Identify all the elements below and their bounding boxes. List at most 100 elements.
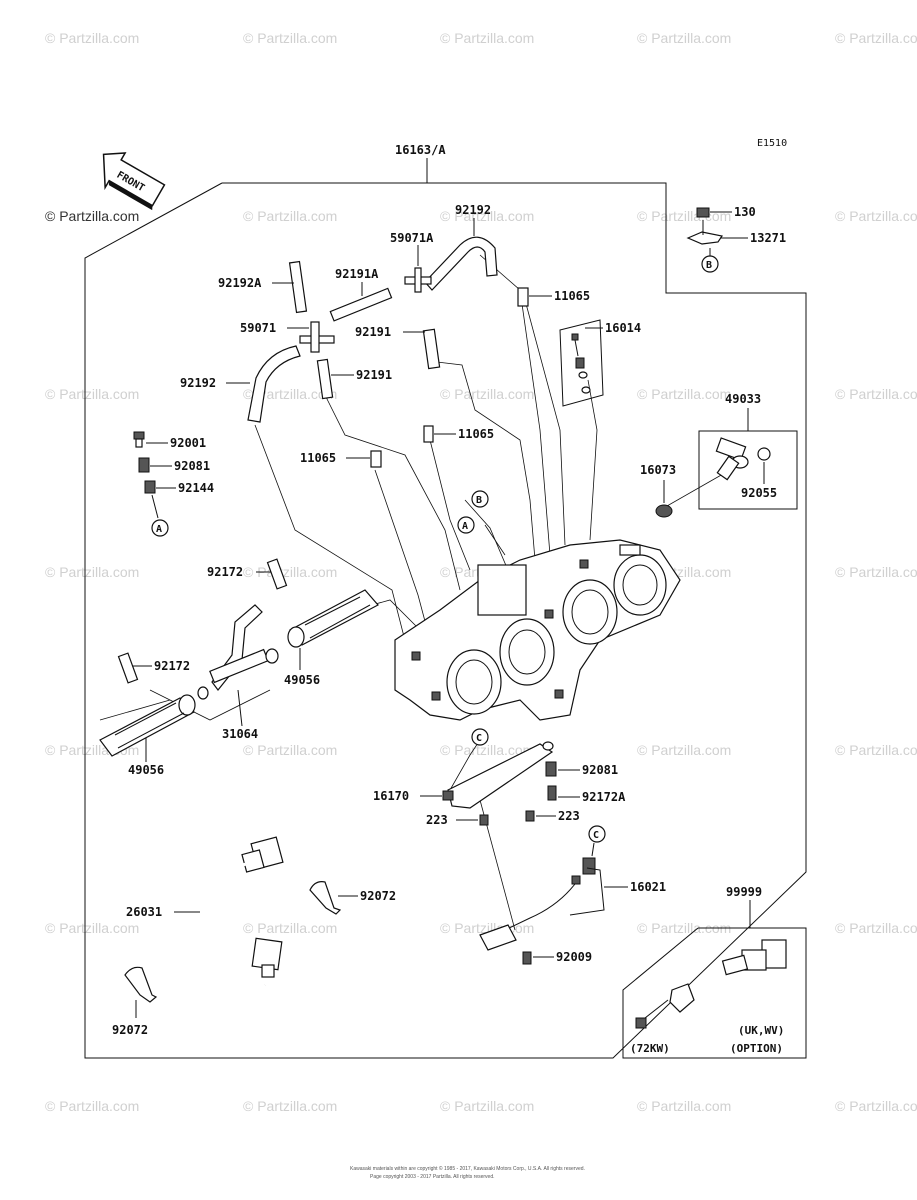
screw-223-b: [525, 810, 535, 822]
bolt-92001: [133, 431, 145, 448]
hose-92192-top: [424, 236, 498, 291]
screw-92172-b: [117, 652, 139, 684]
watermark: © Partzilla.com: [45, 920, 139, 936]
callout-a-marker-left: [151, 519, 169, 537]
part-label-92072-a: 92072: [360, 889, 396, 903]
part-label-92172-a: 92172: [207, 565, 243, 579]
watermark: © Partzilla.com: [45, 386, 139, 402]
watermark: © Partzilla.com: [440, 1098, 534, 1114]
part-label-223-a: 223: [426, 813, 448, 827]
callout-b-label-body: B: [476, 495, 482, 506]
part-label-59071a: 59071A: [390, 231, 434, 245]
fuel-rail-49056-b: [99, 694, 196, 757]
bolt-130: [696, 207, 732, 218]
watermark: © Partzilla.com: [440, 386, 534, 402]
watermark: © Partzilla.com: [835, 386, 917, 402]
option-kit-99999: [635, 939, 787, 1029]
cap-11065-c: [370, 450, 382, 468]
part-label-16170: 16170: [373, 789, 409, 803]
watermark: © Partzilla.com: [637, 920, 731, 936]
hose-92191-a: [422, 328, 441, 370]
diagram-code: E1510: [757, 138, 787, 149]
hose-92192-left: [247, 345, 301, 423]
assembly-outline: [84, 182, 807, 1059]
option-box-outline: [622, 927, 807, 1059]
option-market: (UK,WV): [738, 1024, 784, 1037]
watermark: © Partzilla.com: [440, 208, 534, 224]
clamp-92072-b: [124, 966, 158, 1003]
joint-59071a: [404, 267, 432, 293]
part-label-92055: 92055: [741, 486, 777, 500]
watermark: © Partzilla.com: [637, 1098, 731, 1114]
part-label-49056-b: 49056: [128, 763, 164, 777]
watermark: © Partzilla.com: [835, 1098, 917, 1114]
part-label-92191a: 92191A: [335, 267, 379, 281]
hose-92191-b: [316, 358, 334, 400]
callout-b-label: B: [706, 260, 712, 271]
fuel-rail-49056-a: [287, 589, 379, 648]
screw-92009: [522, 951, 532, 965]
part-label-92191-b: 92191: [356, 368, 392, 382]
part-label-59071: 59071: [240, 321, 276, 335]
part-label-16021: 16021: [630, 880, 666, 894]
hose-92192a: [288, 260, 308, 314]
watermark: © Partzilla.com: [637, 208, 731, 224]
screw-223-a: [479, 814, 489, 826]
callout-c-label-body: C: [476, 733, 482, 744]
part-label-92192-top: 92192: [455, 203, 491, 217]
part-label-11065-a: 11065: [554, 289, 590, 303]
watermark: © Partzilla.com: [440, 30, 534, 46]
part-label-92144: 92144: [178, 481, 214, 495]
watermark: © Partzilla.com: [243, 564, 337, 580]
part-label-223-b: 223: [558, 809, 580, 823]
part-label-26031: 26031: [126, 905, 162, 919]
part-label-16073: 16073: [640, 463, 676, 477]
watermark: © Partzilla.com: [440, 742, 534, 758]
hose-92191a: [329, 287, 393, 322]
clamp-92072-a: [309, 881, 342, 915]
part-label-130: 130: [734, 205, 756, 219]
part-label-92191-a: 92191: [355, 325, 391, 339]
option-label: (OPTION): [730, 1042, 783, 1055]
bracket-13271: [686, 220, 748, 245]
part-label-92172-b: 92172: [154, 659, 190, 673]
screw-kit-16014: [559, 319, 604, 407]
screw-92144: [144, 480, 156, 494]
watermark-grid: © Partzilla.com © Partzilla.com © Partzi…: [45, 30, 917, 1114]
watermark: © Partzilla.com: [835, 208, 917, 224]
part-label-92081-a: 92081: [174, 459, 210, 473]
o-ring-92055: [757, 447, 771, 461]
front-arrow-icon: FRONT: [102, 152, 166, 211]
watermark: © Partzilla.com: [243, 920, 337, 936]
part-label-92172a: 92172A: [582, 790, 626, 804]
callout-b-marker: [701, 255, 719, 273]
watermark: © Partzilla.com: [835, 30, 917, 46]
watermark: © Partzilla.com: [45, 1098, 139, 1114]
callout-c-label-right: C: [593, 830, 599, 841]
copyright-line-1: Kawasaki materials within are copyright …: [350, 1165, 585, 1172]
copyright-line-2: Page copyright 2003 - 2017 Partzilla. Al…: [370, 1174, 495, 1180]
part-label-11065-c: 11065: [300, 451, 336, 465]
sensor-16021: [479, 857, 605, 951]
cap-11065-a: [517, 287, 529, 307]
cap-11065-b: [423, 425, 434, 443]
watermark: © Partzilla.com: [637, 30, 731, 46]
washer-16073: [655, 504, 673, 518]
watermark: © Partzilla.com: [637, 386, 731, 402]
callout-c-marker-right: [588, 825, 606, 843]
watermark: © Partzilla.com: [243, 386, 337, 402]
sensor-49033: [715, 437, 749, 481]
part-label-92001: 92001: [170, 436, 206, 450]
part-label-99999: 99999: [726, 885, 762, 899]
watermark: © Partzilla.com: [243, 1098, 337, 1114]
watermark: © Partzilla.com: [835, 742, 917, 758]
part-label-49056-a: 49056: [284, 673, 320, 687]
spring-92081-a: [138, 457, 150, 473]
part-label-16014: 16014: [605, 321, 641, 335]
callout-c-marker-body: [471, 728, 489, 746]
callout-b-marker-body: [471, 490, 489, 508]
part-label-92081-b: 92081: [582, 763, 618, 777]
watermark: © Partzilla.com: [835, 564, 917, 580]
joint-59071: [299, 321, 335, 353]
